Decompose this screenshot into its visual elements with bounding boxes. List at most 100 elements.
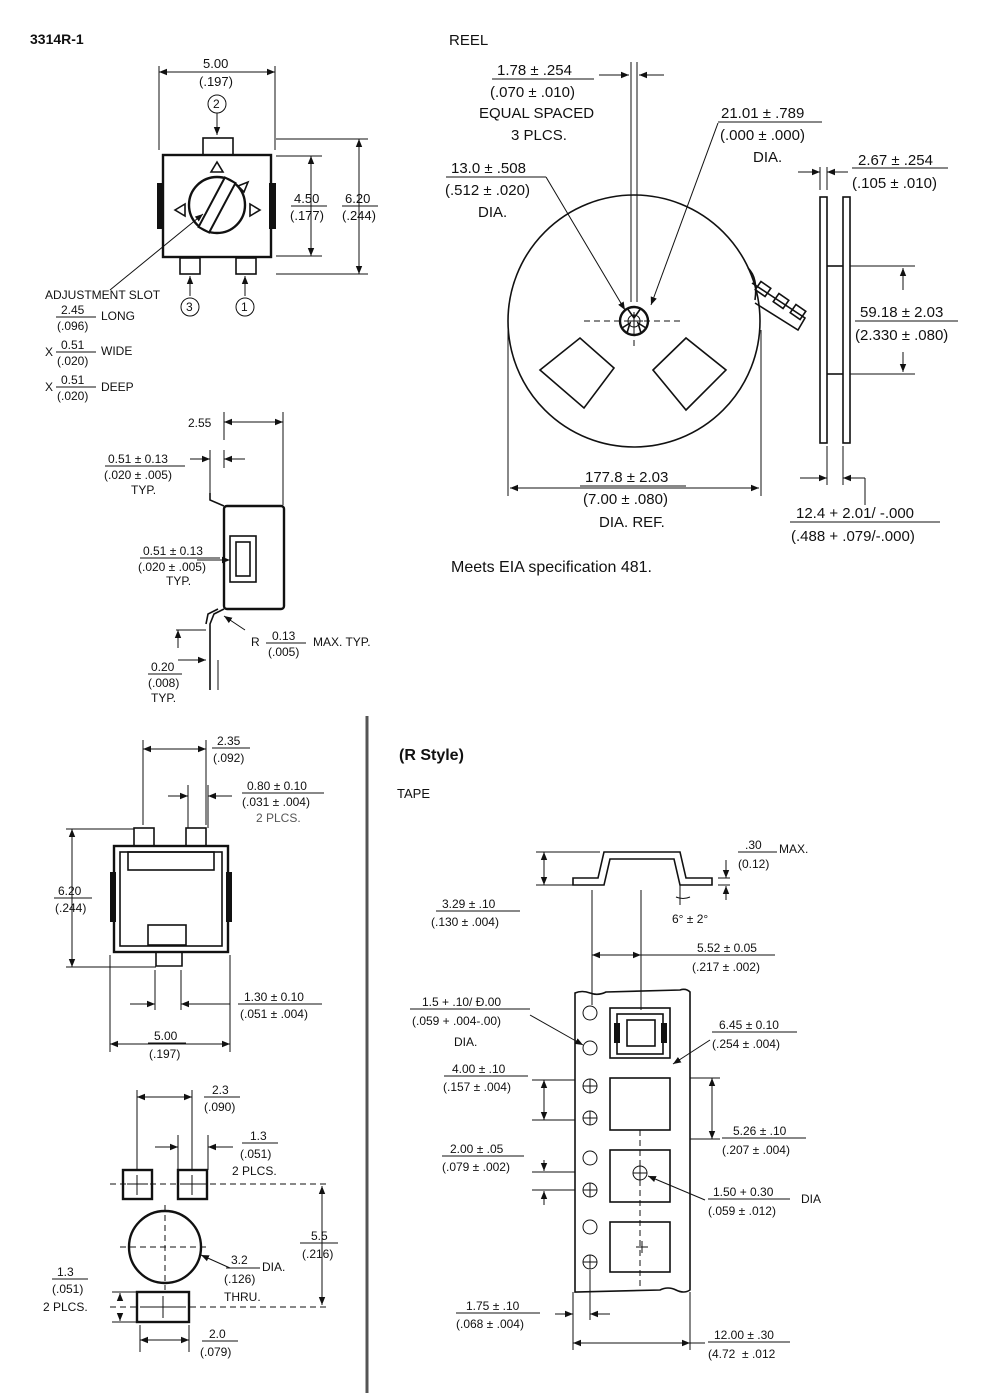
reel-title: REEL xyxy=(449,32,488,49)
tape-pitch-in: (.217 ± .002) xyxy=(692,960,760,974)
reel-arbor-mm: 13.0 ± .508 xyxy=(451,160,526,177)
side-thk-typ: TYP. xyxy=(151,691,176,705)
reel-flange-mm: 2.67 ± .254 xyxy=(858,152,933,169)
side-r-prefix: R xyxy=(251,635,260,649)
side-r-in: (.005) xyxy=(268,645,299,659)
reel-spec: Meets EIA specification 481. xyxy=(451,559,652,576)
reel-slot-mm: 1.78 ± .254 xyxy=(497,62,572,79)
tape-spitch-mm: 4.00 ± .10 xyxy=(452,1062,506,1076)
tape-pocketp-in: (.207 ± .004) xyxy=(722,1143,790,1157)
top-inner-h-in: (.177) xyxy=(290,208,324,223)
side-lead-mm: 0.51 ± 0.13 xyxy=(108,452,168,466)
tape-diagram: TAPE 3.29 ± .10 (.130 ± .004) .30 MAX. (… xyxy=(397,786,821,1361)
pcb-pad-plcs: 2 PLCS. xyxy=(232,1164,277,1178)
tape-hole-dia: DIA xyxy=(801,1192,821,1206)
reel-width-in: (.488 + .079/-.000) xyxy=(791,528,915,545)
bottom-view: 2.35 (.092) 0.80 ± 0.10 (.031 ± .004) 2 … xyxy=(54,734,324,1061)
pcb-hole-in: (.126) xyxy=(224,1272,255,1286)
bot-pad-mm: 1.30 ± 0.10 xyxy=(244,990,304,1004)
model-title: 3314R-1 xyxy=(30,31,84,47)
reel-width-mm: 12.4 + 2.01/ -.000 xyxy=(796,505,914,522)
slot-len-word: LONG xyxy=(101,309,135,323)
tape-hole-in: (.059 ± .012) xyxy=(708,1204,776,1218)
slot-d-in: (.020) xyxy=(57,389,88,403)
pcb-lpad-mm: 1.3 xyxy=(57,1265,74,1279)
reel-dia-in: (7.00 ± .080) xyxy=(583,491,668,508)
side-r-mm: 0.13 xyxy=(272,629,296,643)
pcb-bpad-in: (.079) xyxy=(200,1345,231,1359)
slot-title: ADJUSTMENT SLOT xyxy=(45,288,161,302)
top-height-mm: 6.20 xyxy=(345,191,370,206)
tape-cover-mm: .30 xyxy=(745,838,762,852)
side-view: 2.55 0.51 ± 0.13 (.020 ± .005) TYP. 0.51… xyxy=(104,412,371,705)
pcb-sp-in: (.090) xyxy=(204,1100,235,1114)
tape-sprocket-mm: 1.5 + .10/ Đ.00 xyxy=(422,995,501,1009)
pcb-h-mm: 5.5 xyxy=(311,1229,328,1243)
pcb-pad-in: (.051) xyxy=(240,1147,271,1161)
bot-termw-in: (.031 ± .004) xyxy=(242,795,310,809)
bot-termw-mm: 0.80 ± 0.10 xyxy=(247,779,307,793)
side-lead2-typ: TYP. xyxy=(166,574,191,588)
tape-cover-max: MAX. xyxy=(779,842,808,856)
tape-sprocket-in: (.059 + .004-.00) xyxy=(412,1014,501,1028)
slot-d-mm: 0.51 xyxy=(61,373,85,387)
top-width-in: (.197) xyxy=(199,74,233,89)
reel-slot-eq: EQUAL SPACED xyxy=(479,105,594,122)
slot-d-prefix: X xyxy=(45,380,53,394)
side-lead2-in: (.020 ± .005) xyxy=(138,560,206,574)
top-height-in: (.244) xyxy=(342,208,376,223)
tape-title: TAPE xyxy=(397,786,430,801)
tape-width-mm: 12.00 ± .30 xyxy=(714,1328,774,1342)
tape-pocketw-mm: 6.45 ± 0.10 xyxy=(719,1018,779,1032)
slot-len-in: (.096) xyxy=(57,319,88,333)
tape-depth-in: (.130 ± .004) xyxy=(431,915,499,929)
pin1-label: 1 xyxy=(241,300,248,314)
tape-angle: 6° ± 2° xyxy=(672,912,708,926)
bot-termw-plcs: 2 PLCS. xyxy=(256,811,301,825)
tape-edge-in: (.068 ± .004) xyxy=(456,1317,524,1331)
tape-width-in: (4.72 ± .012 xyxy=(708,1347,776,1361)
tape-pitch-mm: 5.52 ± 0.05 xyxy=(697,941,757,955)
top-width-mm: 5.00 xyxy=(203,56,228,71)
side-lead2-mm: 0.51 ± 0.13 xyxy=(143,544,203,558)
side-lead-typ: TYP. xyxy=(131,483,156,497)
reel-slot-in: (.070 ± .010) xyxy=(490,84,575,101)
reel-diagram: REEL 1.78 ± .254 (.070 ± .010) EQUAL SPA… xyxy=(445,32,958,576)
reel-flange-in: (.105 ± .010) xyxy=(852,175,937,192)
pcb-hole-thru: THRU. xyxy=(224,1290,261,1304)
reel-hub-dia: DIA. xyxy=(753,149,782,166)
tape-pocketp-mm: 5.26 ± .10 xyxy=(733,1124,787,1138)
side-thk-mm: 0.20 xyxy=(151,660,175,674)
pcb-layout: 2.3 (.090) 1.3 (.051) 2 PLCS. 3.2 DIA. (… xyxy=(43,1083,338,1359)
bot-term-in: (.092) xyxy=(213,751,244,765)
pcb-lpad-plcs: 2 PLCS. xyxy=(43,1300,88,1314)
pcb-pad-mm: 1.3 xyxy=(250,1129,267,1143)
tape-edge-mm: 1.75 ± .10 xyxy=(466,1299,520,1313)
bot-h-mm: 6.20 xyxy=(58,884,82,898)
tape-pocketw-in: (.254 ± .004) xyxy=(712,1037,780,1051)
bot-w-mm: 5.00 xyxy=(154,1029,178,1043)
bot-pad-in: (.051 ± .004) xyxy=(240,1007,308,1021)
pcb-lpad-in: (.051) xyxy=(52,1282,83,1296)
reel-dia-mm: 177.8 ± 2.03 xyxy=(585,469,668,486)
reel-hubw-in: (2.330 ± .080) xyxy=(855,327,948,344)
side-lead-in: (.020 ± .005) xyxy=(104,468,172,482)
top-inner-h-mm: 4.50 xyxy=(294,191,319,206)
reel-slot-plcs: 3 PLCS. xyxy=(511,127,567,144)
side-overall: 2.55 xyxy=(188,416,212,430)
slot-w-in: (.020) xyxy=(57,354,88,368)
side-r-suffix: MAX. TYP. xyxy=(313,635,371,649)
bot-h-in: (.244) xyxy=(55,901,86,915)
tape-sprocket-dia: DIA. xyxy=(454,1035,477,1049)
slot-len-mm: 2.45 xyxy=(61,303,85,317)
tape-spitch-in: (.157 ± .004) xyxy=(443,1080,511,1094)
pin3-label: 3 xyxy=(186,300,193,314)
top-view: 5.00 (.197) 2 3 1 xyxy=(45,56,378,403)
tape-offset-in: (.079 ± .002) xyxy=(442,1160,510,1174)
reel-hubw-mm: 59.18 ± 2.03 xyxy=(860,304,943,321)
pcb-hole-mm: 3.2 xyxy=(231,1253,248,1267)
pcb-sp-mm: 2.3 xyxy=(212,1083,229,1097)
reel-hub-in: (.000 ± .000) xyxy=(720,127,805,144)
bot-term-mm: 2.35 xyxy=(217,734,241,748)
